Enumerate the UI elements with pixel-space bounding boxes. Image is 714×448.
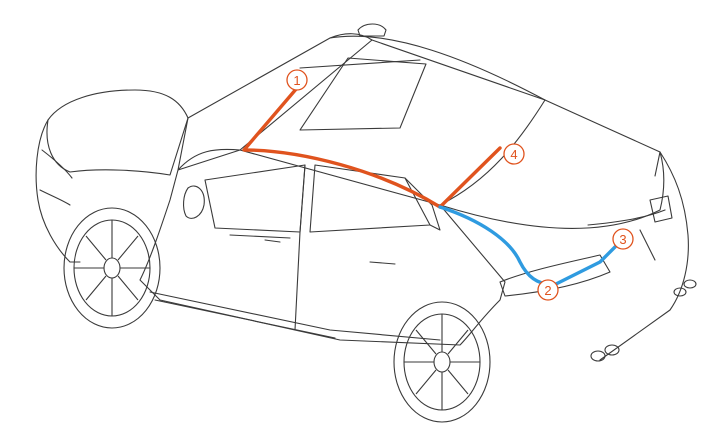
callout-1: 1: [287, 70, 307, 90]
rear-window: [440, 100, 664, 229]
roof-antenna: [358, 24, 386, 36]
callout-label: 3: [619, 232, 626, 247]
callout-label: 4: [510, 147, 517, 162]
rear-wheel: [394, 302, 490, 422]
rear-body: [600, 152, 688, 360]
car-outline: [36, 24, 696, 361]
callout-3: 3: [613, 229, 633, 249]
side-mirror: [184, 186, 205, 218]
windshield: [178, 34, 372, 170]
side-body: [140, 150, 505, 345]
sunroof: [300, 58, 426, 130]
callout-2: 2: [538, 280, 558, 300]
orange-route: [244, 88, 500, 207]
callout-label: 1: [293, 73, 300, 88]
blue-route: [440, 207, 618, 284]
callout-label: 2: [544, 283, 551, 298]
hood: [47, 90, 188, 175]
front-side-window: [205, 165, 305, 232]
front-wheel: [64, 208, 160, 328]
tail-light-right: [650, 196, 672, 222]
callout-4: 4: [504, 144, 524, 164]
